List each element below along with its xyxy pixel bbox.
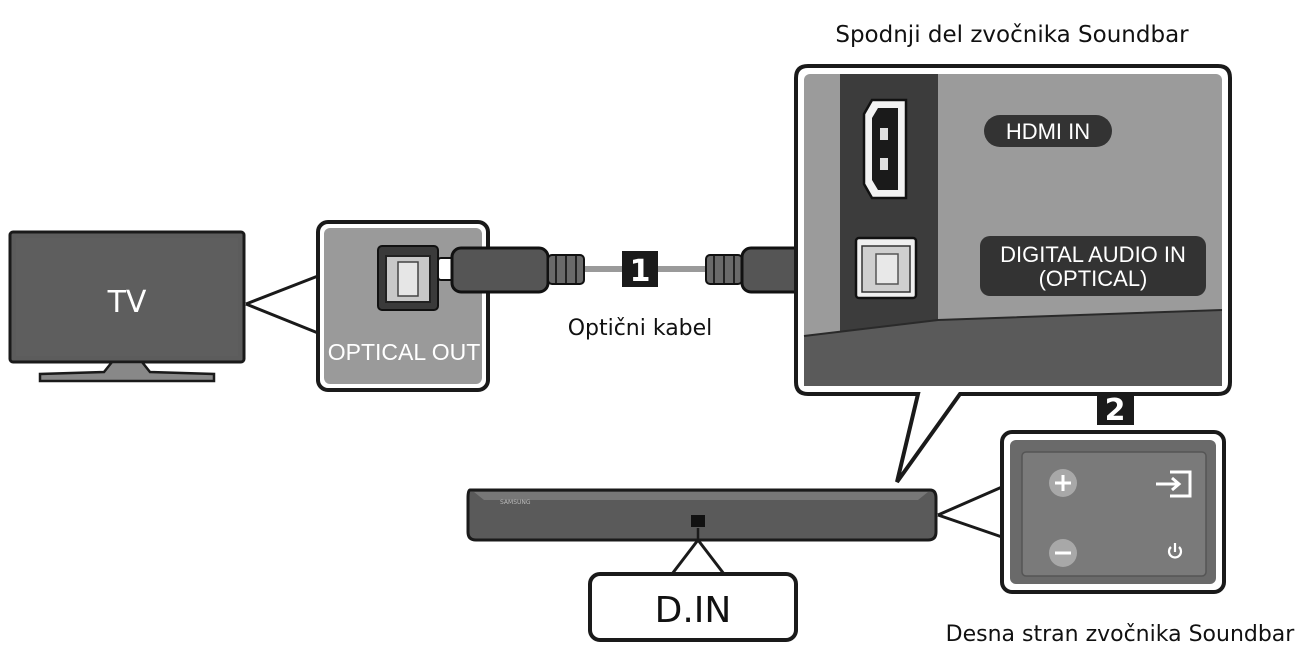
step-number-1: 1 [630, 254, 651, 289]
minus-icon [1049, 539, 1077, 567]
digital-audio-optical-label: (OPTICAL) [1039, 266, 1148, 291]
step-badge-2: 2 [1097, 392, 1134, 428]
power-icon [1167, 543, 1183, 559]
step-number-2: 2 [1105, 393, 1126, 428]
optical-out-label: OPTICAL OUT [328, 339, 481, 365]
optical-in-port [854, 236, 918, 300]
soundbar-right-side-panel [1000, 430, 1226, 594]
caption-soundbar-bottom: Spodnji del zvočnika Soundbar [835, 22, 1189, 48]
tv: TV [8, 230, 246, 383]
soundbar-logo: SAMSUNG [500, 499, 531, 506]
soundbar: SAMSUNG [466, 488, 938, 542]
right-side-callout-pointer [937, 485, 1003, 539]
step-badge-1: 1 [622, 251, 658, 289]
tv-stand [38, 360, 216, 383]
soundbar-bottom-panel: HDMI IN DIGITAL AUDIO IN (OPTICAL) [794, 64, 1232, 484]
digital-audio-in-label: DIGITAL AUDIO IN [1000, 242, 1186, 267]
soundbar-display [691, 515, 705, 527]
hdmi-in-label: HDMI IN [1006, 119, 1090, 144]
tv-callout-pointer [245, 274, 319, 335]
plus-icon [1049, 469, 1077, 497]
display-callout: D.IN [588, 539, 798, 642]
display-din-label: D.IN [655, 590, 732, 631]
tv-label: TV [107, 285, 147, 320]
caption-optical-cable: Optični kabel [568, 316, 713, 341]
caption-soundbar-right-side: Desna stran zvočnika Soundbar [946, 622, 1296, 647]
hdmi-port [862, 98, 908, 200]
source-input-icon [1156, 470, 1192, 498]
